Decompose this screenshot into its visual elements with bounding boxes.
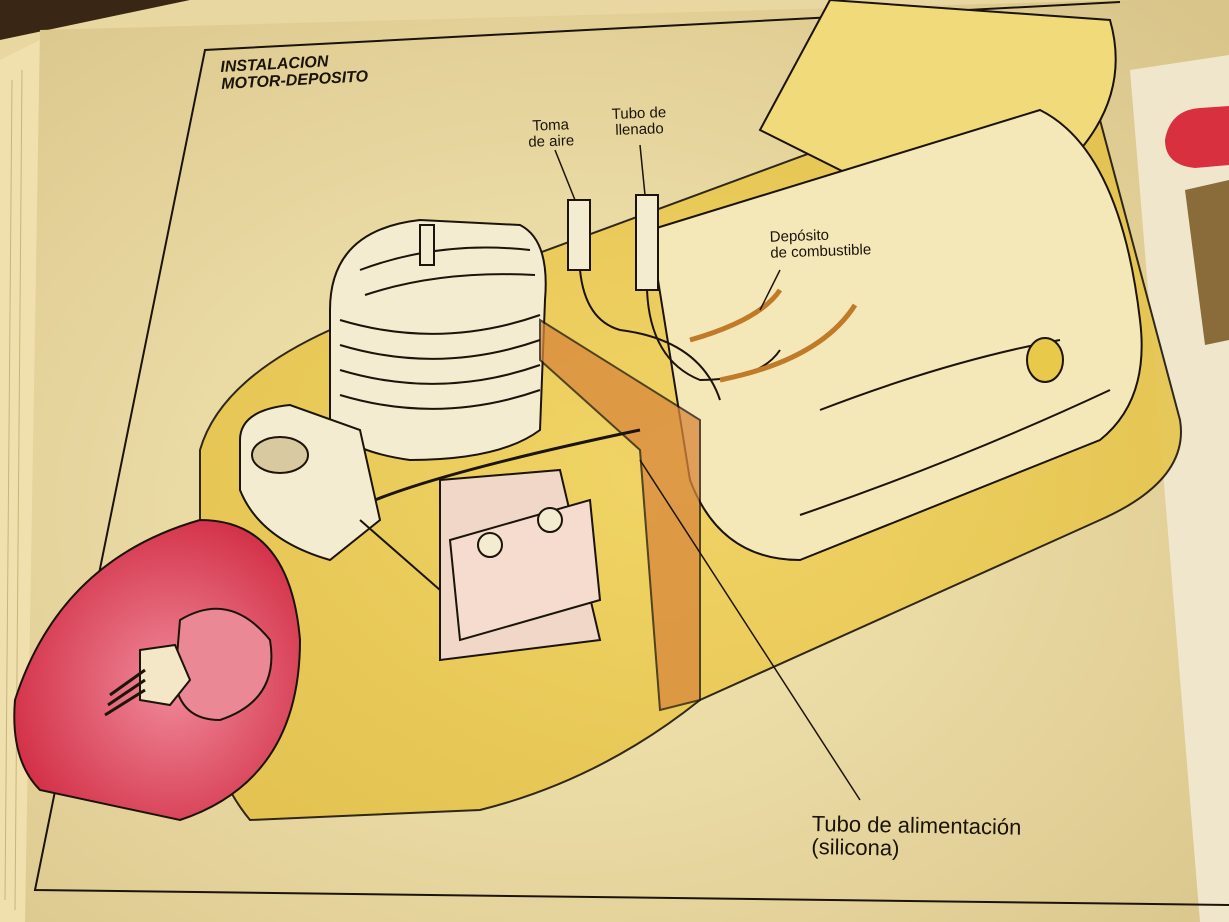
- facing-page: [1130, 55, 1229, 922]
- leader-lines: [554, 144, 861, 801]
- label-fuel-tank: Depósito de combustible: [769, 226, 872, 262]
- label-feed-tube: Tubo de alimentación (silicona): [811, 811, 1021, 862]
- spinner: [13, 518, 302, 822]
- label-fill-tube: Tubo de llenado: [611, 104, 667, 139]
- fuel-tank-line-2: de combustible: [769, 240, 872, 262]
- air-intake-line-2: de aire: [527, 131, 575, 151]
- fill-tube-line-2: llenado: [615, 119, 664, 139]
- firewall: [539, 318, 701, 712]
- engine: [239, 218, 602, 662]
- fuel-tubes: [359, 194, 858, 591]
- label-air-intake: Toma de aire: [527, 116, 575, 151]
- illustration-frame: [33, 1, 1229, 906]
